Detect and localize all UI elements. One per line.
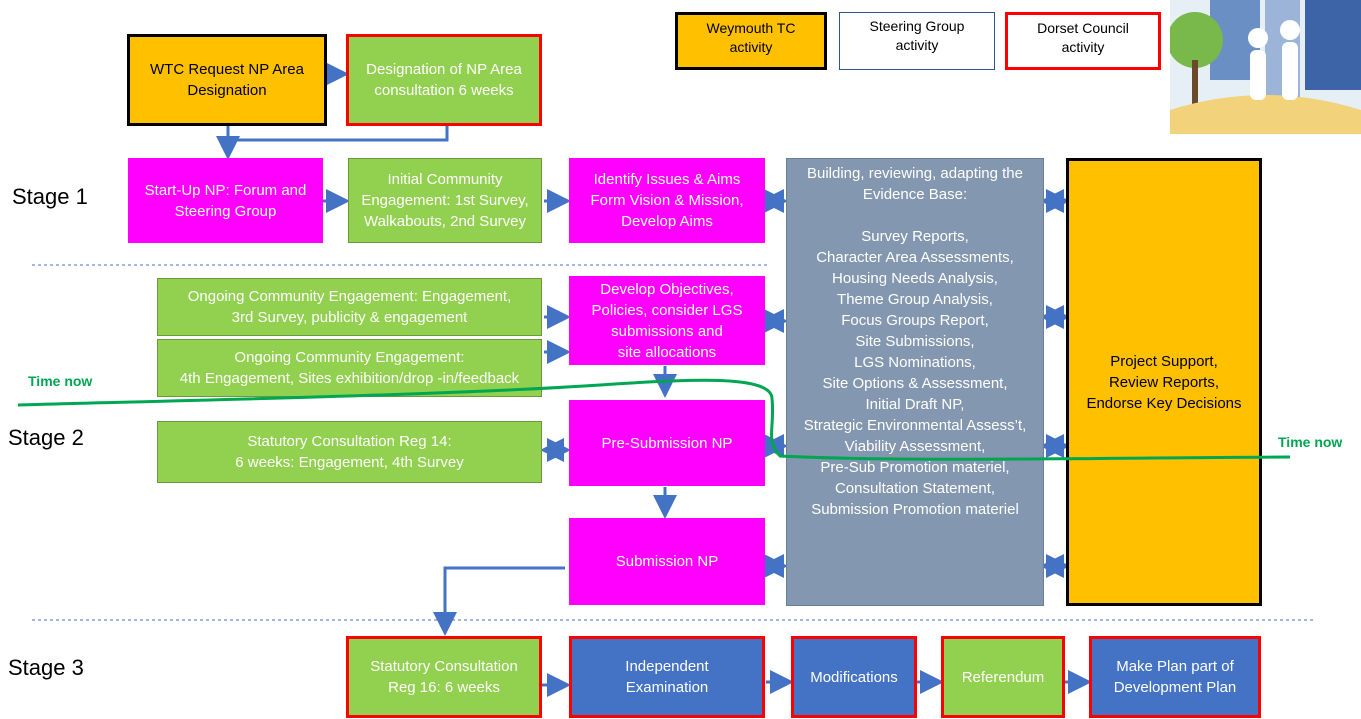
reg14-label: Statutory Consultation Reg 14: 6 weeks: … — [235, 433, 464, 471]
legend-dorset-council: Dorset Council activity — [1005, 12, 1161, 70]
designation-label: Designation of NP Area consultation 6 we… — [366, 61, 522, 99]
evidence-base-label: Building, reviewing, adapting the Eviden… — [803, 165, 1027, 518]
box-modifications: Modifications — [791, 636, 917, 718]
modifications-label: Modifications — [810, 668, 898, 686]
legend-dorset-label: Dorset Council activity — [1037, 20, 1129, 55]
box-evidence-base: Building, reviewing, adapting the Eviden… — [786, 158, 1044, 606]
box-designation: Designation of NP Area consultation 6 we… — [346, 34, 542, 126]
reg16-label: Statutory Consultation Reg 16: 6 weeks — [370, 658, 518, 696]
box-presubmission: Pre-Submission NP — [569, 400, 765, 486]
box-ongoing-engagement-1: Ongoing Community Engagement: Engagement… — [157, 278, 542, 336]
box-submission: Submission NP — [569, 518, 765, 605]
stage-3-label: Stage 3 — [8, 655, 84, 680]
legend-weymouth-label: Weymouth TC activity — [706, 20, 796, 55]
box-startup: Start-Up NP: Forum and Steering Group — [128, 158, 323, 243]
box-reg16: Statutory Consultation Reg 16: 6 weeks — [346, 636, 542, 718]
box-wtc-request: WTC Request NP Area Designation — [127, 34, 327, 126]
project-support-label: Project Support, Review Reports, Endorse… — [1086, 352, 1242, 412]
make-plan-label: Make Plan part of Development Plan — [1113, 658, 1237, 696]
box-identify-issues: Identify Issues & Aims Form Vision & Mis… — [569, 158, 765, 243]
time-now-left-label: Time now — [28, 373, 93, 389]
wtc-request-label: WTC Request NP Area Designation — [150, 61, 304, 99]
legend-steering-group: Steering Group activity — [839, 12, 995, 70]
independent-exam-label: Independent Examination — [625, 658, 709, 696]
box-develop-objectives: Develop Objectives, Policies, consider L… — [569, 276, 765, 365]
family-illustration — [1170, 0, 1361, 134]
box-reg14: Statutory Consultation Reg 14: 6 weeks: … — [157, 421, 542, 483]
stage-2-label: Stage 2 — [8, 425, 84, 450]
identify-issues-label: Identify Issues & Aims Form Vision & Mis… — [590, 171, 744, 230]
box-referendum: Referendum — [941, 636, 1065, 718]
stage-1-label: Stage 1 — [12, 184, 88, 209]
merge-connector — [226, 126, 449, 142]
box-project-support: Project Support, Review Reports, Endorse… — [1066, 158, 1262, 606]
initial-engagement-label: Initial Community Engagement: 1st Survey… — [361, 171, 529, 230]
presubmission-label: Pre-Submission NP — [601, 434, 733, 452]
box-initial-engagement: Initial Community Engagement: 1st Survey… — [348, 158, 542, 243]
arrow-submission-reg16 — [433, 566, 565, 636]
legend-steering-label: Steering Group activity — [869, 18, 965, 53]
startup-label: Start-Up NP: Forum and Steering Group — [144, 181, 307, 220]
referendum-label: Referendum — [961, 668, 1045, 686]
box-independent-exam: Independent Examination — [569, 636, 765, 718]
develop-objectives-label: Develop Objectives, Policies, consider L… — [591, 280, 743, 361]
box-make-plan: Make Plan part of Development Plan — [1089, 636, 1261, 718]
ongoing-1-label: Ongoing Community Engagement: Engagement… — [187, 288, 512, 326]
time-now-right-label: Time now — [1278, 434, 1343, 450]
submission-label: Submission NP — [615, 553, 719, 570]
legend-weymouth-tc: Weymouth TC activity — [675, 12, 827, 70]
ongoing-2-label: Ongoing Community Engagement: 4th Engage… — [179, 349, 520, 387]
